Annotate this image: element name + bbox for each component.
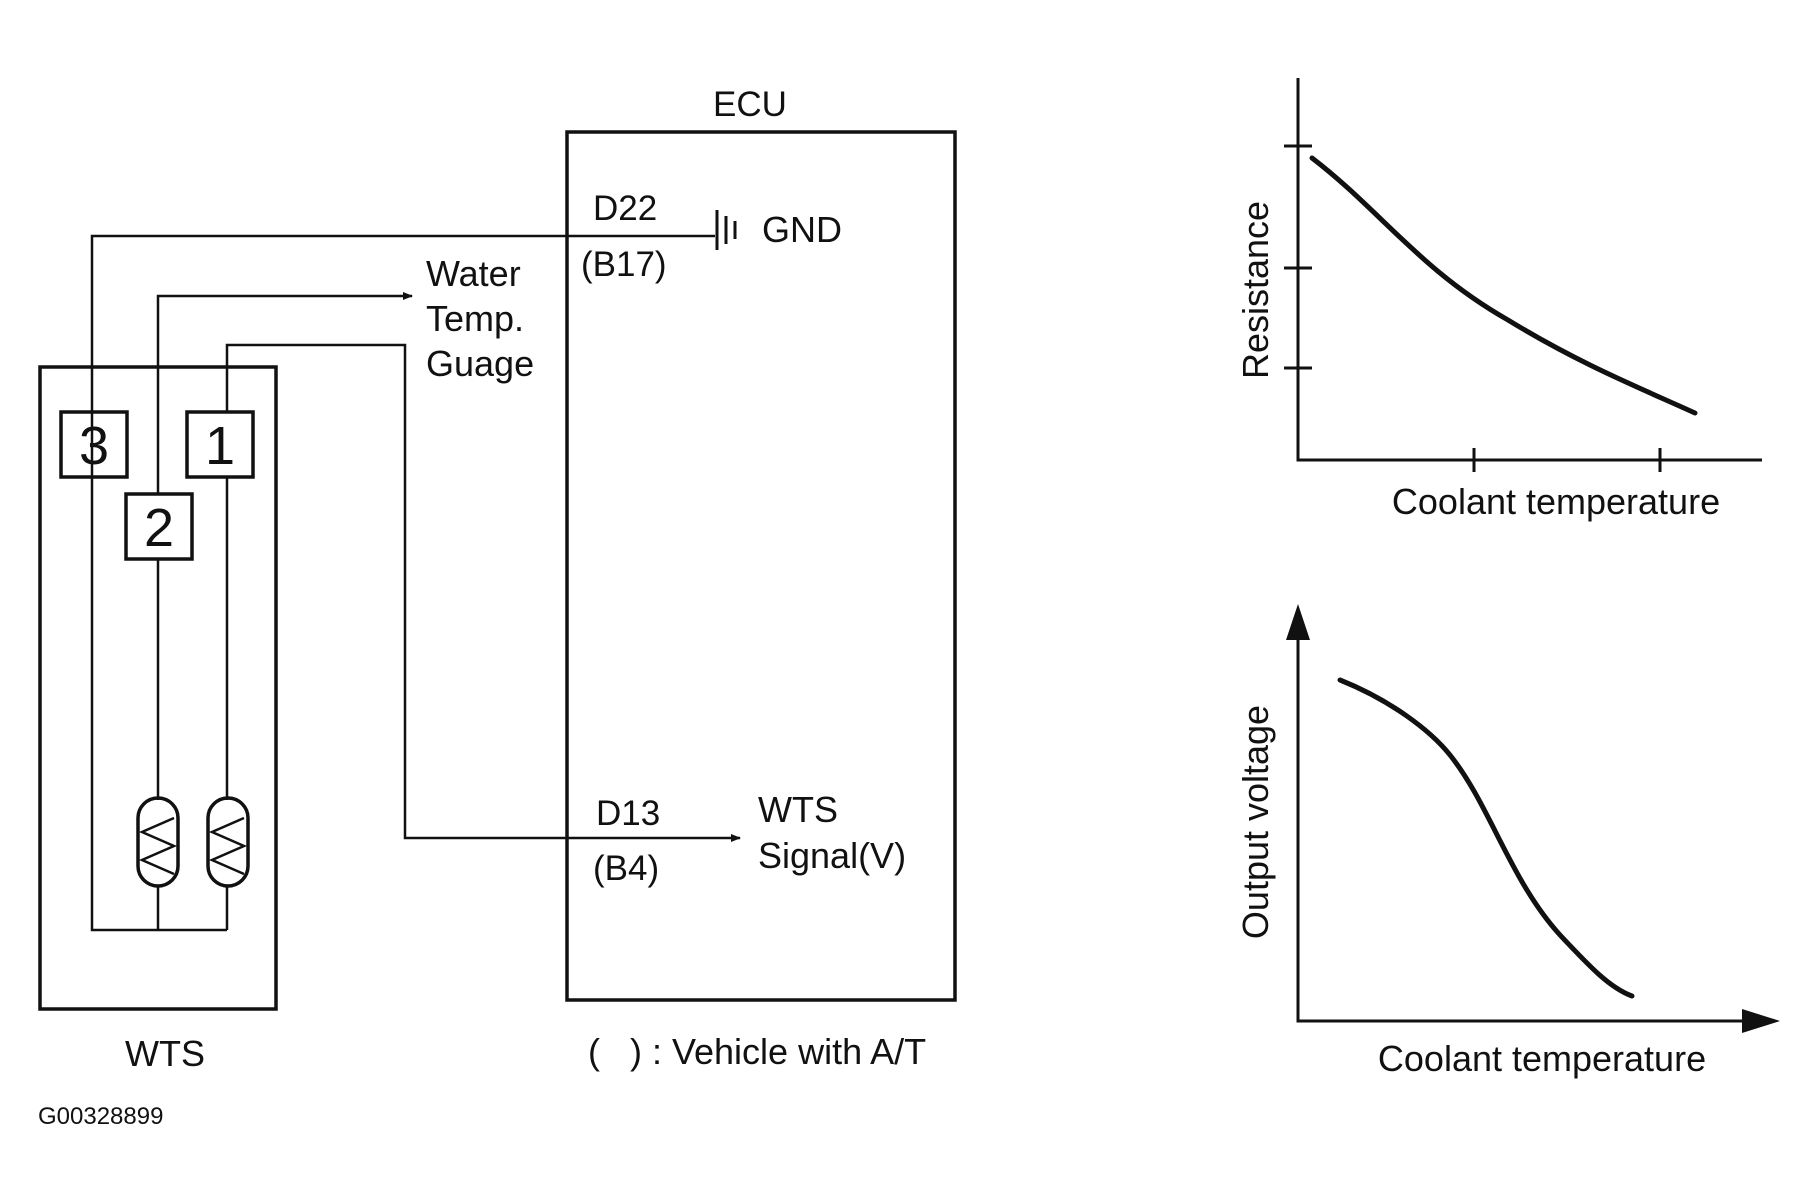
voltage-graph-xlabel: Coolant temperature (1378, 1038, 1706, 1079)
wts-signal-label-line1: WTS (758, 789, 838, 830)
ecu-signal-pin-at: (B4) (593, 849, 659, 888)
ecu-label: ECU (713, 85, 787, 124)
resistance-curve (1309, 155, 1698, 416)
ecu-gnd-pin-at: (B17) (581, 245, 667, 284)
thermistor-gauge-icon (136, 796, 180, 888)
resistance-graph-ylabel: Resistance (1235, 201, 1276, 379)
terminal-3-box (59, 410, 129, 479)
terminal-1-box (185, 410, 255, 479)
wts-signal-label-line2: Signal(V) (758, 835, 906, 876)
resistance-graph-axes (1296, 78, 1762, 462)
voltage-graph: Output voltage Coolant temperature (1235, 604, 1780, 1079)
figure-id: G00328899 (38, 1103, 163, 1130)
voltage-curve (1337, 677, 1635, 999)
resistance-graph-xlabel: Coolant temperature (1392, 481, 1720, 522)
at-vehicle-note: ( ) : Vehicle with A/T (588, 1031, 926, 1072)
wire-gnd (90, 234, 715, 412)
thermistor-ecu-icon (206, 796, 250, 888)
ecu-signal-pin: D13 (596, 794, 660, 833)
wire-water-temp-gauge (156, 292, 413, 494)
ecu-box (565, 130, 957, 1002)
voltage-graph-axes (1296, 640, 1760, 1023)
gnd-label: GND (762, 209, 842, 250)
wire-wts-signal (225, 343, 741, 842)
ground-icon (715, 210, 737, 250)
wire-terminal-3-common (90, 412, 227, 932)
terminal-1-label: 1 (205, 416, 235, 476)
terminal-3-label: 3 (79, 416, 109, 476)
voltage-graph-ylabel: Output voltage (1235, 705, 1276, 939)
gauge-label-line2: Temp. (426, 298, 524, 339)
gauge-label-line3: Guage (426, 343, 534, 384)
voltage-x-axis-arrow-icon (1742, 1009, 1780, 1033)
resistance-graph: Resistance Coolant temperature (1235, 78, 1762, 522)
ecu-gnd-pin: D22 (593, 189, 657, 228)
terminal-2-label: 2 (144, 498, 174, 558)
gauge-label-line1: Water (426, 253, 521, 294)
voltage-y-axis-arrow-icon (1286, 604, 1310, 640)
wts-label: WTS (125, 1033, 205, 1074)
